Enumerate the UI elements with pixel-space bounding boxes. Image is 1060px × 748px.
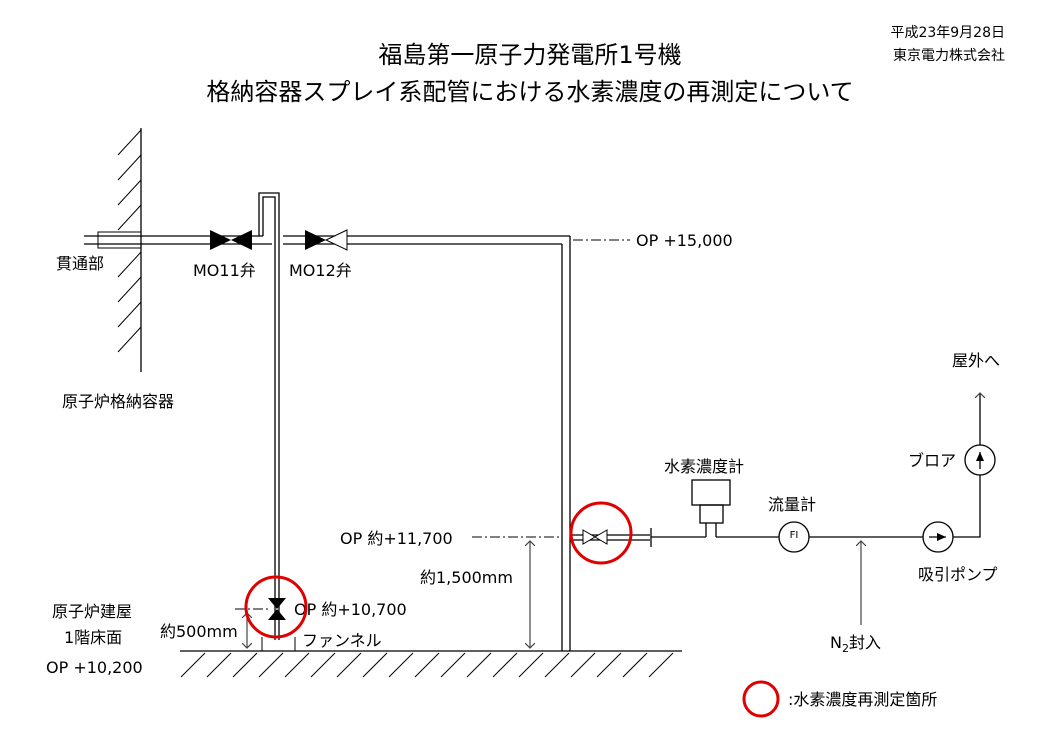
floor-hatch-line xyxy=(388,652,414,678)
floor-hatch-line xyxy=(232,652,258,678)
suction-pump-label: 吸引ポンプ xyxy=(918,565,998,584)
valve-mo11 xyxy=(210,230,252,250)
containment-wall xyxy=(117,128,142,372)
penetration-label: 貫通部 xyxy=(56,254,104,273)
op-10200-label: OP +10,200 xyxy=(46,658,143,677)
suction-pump-icon xyxy=(922,521,954,553)
spray-pipe xyxy=(84,192,571,651)
hydrogen-meter xyxy=(691,479,731,537)
building-label-2: 1階床面 xyxy=(64,628,122,647)
hydrogen-meter-label: 水素濃度計 xyxy=(664,457,744,476)
floor xyxy=(180,650,682,678)
measurement-point-marker xyxy=(569,501,633,565)
op-10700-label: OP 約+10,700 xyxy=(294,600,407,619)
valve-mo12-label: MO12弁 xyxy=(289,261,352,280)
floor-hatch-line xyxy=(570,652,596,678)
outdoor-label: 屋外へ xyxy=(952,351,1000,370)
blower-icon xyxy=(964,444,996,476)
flow-meter-icon xyxy=(778,521,810,553)
floor-hatch-line xyxy=(414,652,440,678)
sampling-line xyxy=(570,393,980,547)
floor-hatch-line xyxy=(258,652,284,678)
floor-hatch-line xyxy=(336,652,362,678)
date-text: 平成23年9月28日 xyxy=(890,25,1005,41)
dim-500-label: 約500mm xyxy=(160,622,238,641)
floor-hatch-line xyxy=(622,652,648,678)
op-11700-label: OP 約+11,700 xyxy=(340,529,453,548)
floor-hatch-line xyxy=(544,652,570,678)
flow-meter-label: 流量計 xyxy=(768,495,816,514)
valve-mo11-label: MO11弁 xyxy=(193,261,256,280)
company-text: 東京電力株式会社 xyxy=(893,48,1005,64)
valve-mo12 xyxy=(305,229,348,251)
measurement-point-marker xyxy=(244,575,308,639)
floor-hatch-line xyxy=(648,652,674,678)
floor-hatch-line xyxy=(310,652,336,678)
n2-label: N2封入 xyxy=(830,633,881,655)
sampling-valve xyxy=(582,529,608,545)
floor-hatch-line xyxy=(206,652,232,678)
floor-hatch-line xyxy=(284,652,310,678)
building-label-1: 原子炉建屋 xyxy=(52,602,132,621)
floor-hatch-line xyxy=(180,652,206,678)
floor-hatch-line xyxy=(492,652,518,678)
funnel-label: ファンネル xyxy=(302,631,382,650)
drain-valve xyxy=(268,598,286,620)
legend-marker xyxy=(742,680,780,718)
floor-hatch-line xyxy=(518,652,544,678)
floor-hatch-line xyxy=(596,652,622,678)
title-line-1: 福島第一原子力発電所1号機 xyxy=(378,41,681,69)
flow-meter-symbol: FI xyxy=(790,530,799,541)
containment-label: 原子炉格納容器 xyxy=(62,392,174,411)
legend-text: :水素濃度再測定箇所 xyxy=(788,690,937,709)
penetration-sleeve xyxy=(97,231,142,249)
op-15000-label: OP +15,000 xyxy=(636,231,733,250)
floor-hatch-line xyxy=(362,652,388,678)
floor-hatch-line xyxy=(440,652,466,678)
title-line-2: 格納容器スプレイ系配管における水素濃度の再測定について xyxy=(206,78,853,106)
floor-hatch-line xyxy=(466,652,492,678)
blower-label: ブロア xyxy=(908,451,956,470)
dim-1500-label: 約1,500mm xyxy=(420,568,513,587)
funnel xyxy=(261,637,296,652)
